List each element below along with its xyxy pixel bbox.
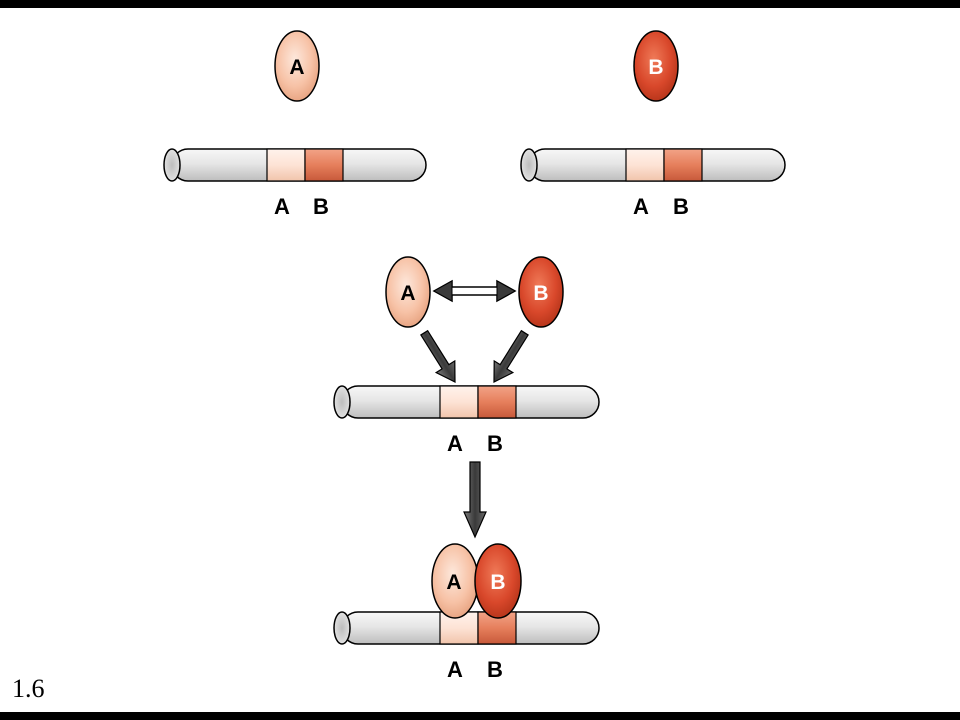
site-b-label: B (313, 194, 329, 219)
dna-end (520, 148, 538, 182)
site-b (477, 385, 517, 419)
figure-number: 1.6 (12, 674, 45, 703)
dna-segment (163, 148, 427, 182)
dna-end (163, 148, 181, 182)
protein-b: B (633, 30, 679, 102)
panel-b-alone: B A B (520, 30, 786, 219)
bottom-border (0, 712, 960, 720)
site-b-label: B (673, 194, 689, 219)
protein-a: A (274, 30, 320, 102)
arrow-a-to-site (420, 329, 456, 383)
site-a (439, 385, 479, 419)
top-border (0, 0, 960, 8)
site-b-label: B (487, 657, 503, 682)
dna-end (333, 385, 351, 419)
site-b-label: B (487, 431, 503, 456)
site-a-label: A (274, 194, 290, 219)
arrow-b-to-site (493, 329, 529, 383)
panel-interaction: A B A B (333, 256, 600, 456)
protein-a-label: A (400, 282, 415, 305)
protein-b-label: B (533, 282, 548, 305)
panel-a-alone: A A B (163, 30, 427, 219)
site-b (663, 148, 703, 182)
site-a (625, 148, 665, 182)
protein-a-label: A (289, 56, 304, 79)
site-b (304, 148, 344, 182)
dna-segment (520, 148, 786, 182)
site-a (266, 148, 306, 182)
dna-segment (333, 385, 600, 419)
site-a-label: A (633, 194, 649, 219)
protein-a: A (385, 256, 431, 328)
site-a-label: A (447, 657, 463, 682)
protein-b-label: B (490, 571, 505, 594)
protein-b: B (518, 256, 564, 328)
dna-end (333, 611, 351, 645)
site-a-label: A (447, 431, 463, 456)
protein-b-label: B (648, 56, 663, 79)
protein-b: B (474, 543, 522, 619)
down-arrow (463, 461, 487, 539)
dna-segment (333, 611, 600, 645)
panel-bound-complex: A B A B (333, 543, 600, 682)
protein-a: A (431, 543, 479, 619)
protein-a-label: A (446, 571, 461, 594)
